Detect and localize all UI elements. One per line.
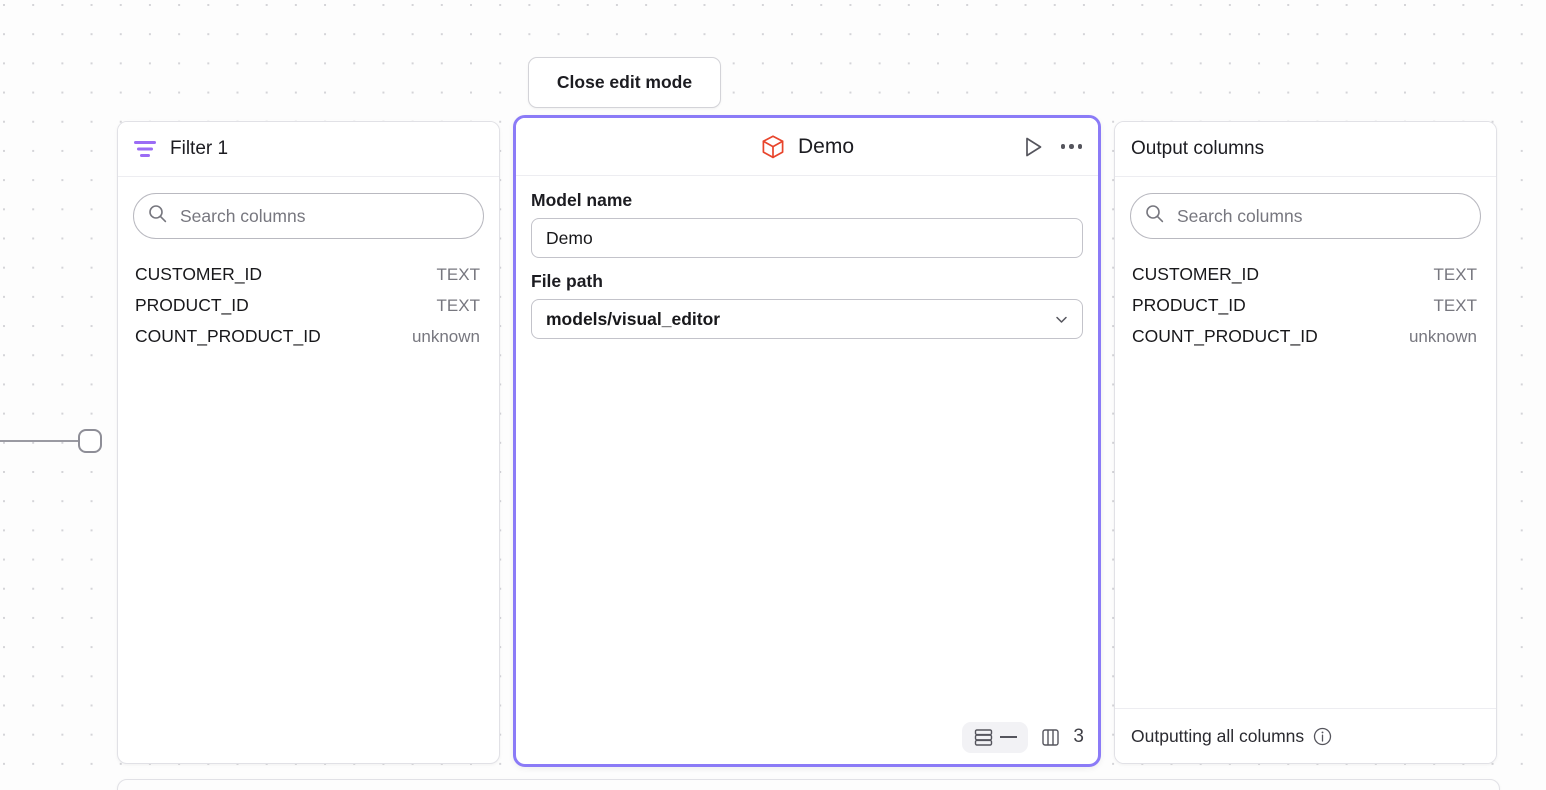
column-name: COUNT_PRODUCT_ID: [135, 326, 321, 346]
output-search-input[interactable]: Search columns: [1130, 193, 1481, 239]
column-type: TEXT: [1433, 296, 1477, 315]
output-panel-header: Output columns: [1115, 122, 1496, 177]
model-form: Model name Demo File path models/visual_…: [516, 176, 1098, 710]
output-panel-title: Output columns: [1131, 138, 1265, 159]
column-name: PRODUCT_ID: [135, 295, 249, 315]
output-panel-footer: Outputting all columns: [1115, 708, 1496, 763]
column-type: TEXT: [436, 296, 480, 315]
model-name-label: Model name: [531, 190, 633, 210]
list-item[interactable]: COUNT_PRODUCT_ID unknown: [1130, 321, 1481, 352]
column-type: TEXT: [1433, 265, 1477, 284]
column-name: PRODUCT_ID: [1132, 295, 1246, 315]
model-footer: 3: [516, 710, 1098, 764]
filter-panel-body: Search columns CUSTOMER_ID TEXT PRODUCT_…: [118, 177, 499, 763]
output-column-list: CUSTOMER_ID TEXT PRODUCT_ID TEXT COUNT_P…: [1130, 259, 1481, 352]
output-columns-panel[interactable]: Output columns Search columns CUSTOMER_I…: [1114, 121, 1497, 764]
chevron-down-icon: [1054, 312, 1069, 327]
flow-edge: [0, 440, 80, 442]
row-count-value-dash: [1000, 736, 1018, 738]
column-name: COUNT_PRODUCT_ID: [1132, 326, 1318, 346]
model-header-actions: [1021, 118, 1085, 175]
filter-search-input[interactable]: Search columns: [133, 193, 484, 239]
column-name: CUSTOMER_ID: [135, 264, 263, 284]
model-name-input[interactable]: Demo: [531, 218, 1083, 258]
close-edit-mode-button[interactable]: Close edit mode: [528, 57, 721, 108]
filter-column-list: CUSTOMER_ID TEXT PRODUCT_ID TEXT COUNT_P…: [133, 259, 484, 352]
search-icon: [1145, 204, 1164, 228]
list-item[interactable]: COUNT_PRODUCT_ID unknown: [133, 321, 484, 352]
list-item[interactable]: CUSTOMER_ID TEXT: [133, 259, 484, 290]
columns-icon: [1040, 727, 1061, 748]
list-item[interactable]: PRODUCT_ID TEXT: [1130, 290, 1481, 321]
more-horizontal-icon: [1059, 138, 1085, 155]
file-path-label: File path: [531, 271, 603, 291]
filter-panel[interactable]: Filter 1 Search columns CUSTOMER_ID TEXT: [117, 121, 500, 764]
filter-search-placeholder: Search columns: [180, 205, 306, 226]
list-item[interactable]: PRODUCT_ID TEXT: [133, 290, 484, 321]
filter-icon: [134, 140, 156, 158]
output-panel-body: Search columns CUSTOMER_ID TEXT PRODUCT_…: [1115, 177, 1496, 708]
row-count-badge[interactable]: [962, 721, 1029, 753]
rows-icon: [973, 727, 994, 748]
flow-edge-handle[interactable]: [78, 429, 102, 453]
play-icon: [1021, 135, 1045, 159]
model-title-wrap: Demo: [760, 134, 854, 160]
column-count-value: 3: [1073, 726, 1084, 747]
column-type: unknown: [1408, 327, 1477, 346]
file-path-value: models/visual_editor: [546, 308, 721, 329]
column-type: TEXT: [436, 265, 480, 284]
column-name: CUSTOMER_ID: [1132, 264, 1260, 284]
info-icon[interactable]: [1313, 727, 1332, 746]
filter-panel-title: Filter 1: [170, 138, 229, 159]
model-panel[interactable]: Demo Model name Demo: [513, 115, 1101, 767]
model-panel-title: Demo: [797, 134, 855, 158]
file-path-select[interactable]: models/visual_editor: [531, 299, 1083, 339]
output-search-placeholder: Search columns: [1177, 205, 1303, 226]
model-more-options-button[interactable]: [1059, 138, 1085, 155]
list-item[interactable]: CUSTOMER_ID TEXT: [1130, 259, 1481, 290]
output-status-text: Outputting all columns: [1131, 725, 1305, 746]
column-type: unknown: [411, 327, 480, 346]
search-icon: [148, 204, 167, 228]
run-model-button[interactable]: [1021, 135, 1045, 159]
cube-icon: [760, 134, 786, 160]
model-panel-header: Demo: [516, 118, 1098, 176]
lower-panel[interactable]: [117, 779, 1500, 790]
filter-panel-header: Filter 1: [118, 122, 499, 177]
